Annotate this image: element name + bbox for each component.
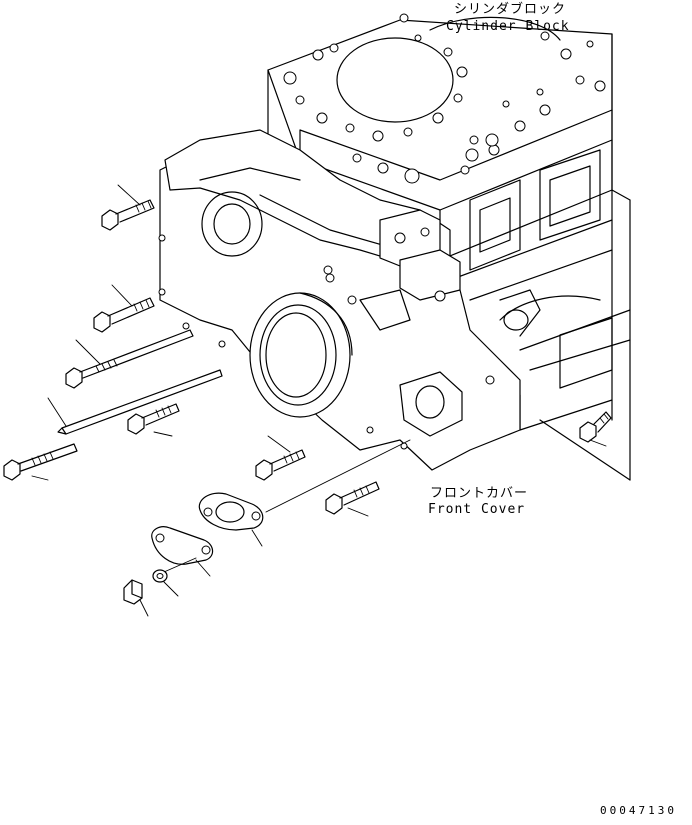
- bolt-6: [255, 435, 306, 481]
- label-cylinder-block: シリンダブロック Cylinder Block: [446, 1, 570, 34]
- cover-plate: [151, 526, 214, 577]
- front-cover: [158, 129, 521, 471]
- front-cover-en: Front Cover: [428, 502, 525, 517]
- dowel-pin: [47, 369, 223, 435]
- bolt-7: [325, 481, 380, 517]
- drawing-code: 00047130: [600, 804, 677, 817]
- label-front-cover: フロントカバー Front Cover: [428, 486, 528, 517]
- edge-bosses: [465, 80, 606, 162]
- bolt-4: [127, 403, 180, 437]
- bolt-2: [93, 284, 155, 333]
- washer: [152, 569, 179, 597]
- cylinder-block-en: Cylinder Block: [446, 19, 570, 34]
- bolt-3-long: [65, 329, 194, 389]
- front-cover-jp: フロントカバー: [430, 486, 528, 501]
- deck-holes: [283, 13, 594, 184]
- cover-holes: [158, 234, 495, 450]
- bolt-8-right: [579, 411, 612, 447]
- gasket: [198, 439, 411, 547]
- bolt-5-long: [3, 443, 78, 481]
- cylinder-block-jp: シリンダブロック: [454, 1, 566, 17]
- plate-bolt: [123, 579, 149, 617]
- bolt-1: [101, 184, 155, 231]
